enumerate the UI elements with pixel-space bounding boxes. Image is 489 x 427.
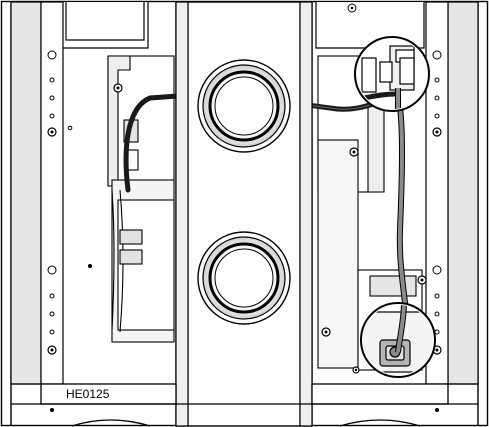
mount-hole-icon — [67, 125, 73, 131]
left-side-post — [10, 1, 64, 385]
mount-hole-icon — [350, 6, 354, 10]
screw-icon — [47, 127, 57, 137]
screw-icon — [432, 127, 442, 137]
screw-icon — [50, 408, 54, 412]
figure-code: HE0125 — [66, 387, 110, 401]
screw-icon — [349, 147, 359, 157]
screw-icon — [113, 83, 123, 93]
right-side-post — [425, 1, 479, 385]
magnifier-callout-icon — [360, 302, 436, 378]
screw-icon — [321, 327, 331, 337]
screw-icon — [417, 275, 427, 285]
round-port-icon — [197, 59, 291, 153]
screw-icon — [352, 366, 360, 374]
magnifier-callout-icon — [354, 36, 430, 112]
screw-icon — [435, 408, 439, 412]
mount-hole-icon — [88, 264, 92, 268]
round-port-icon — [197, 231, 291, 325]
base-plate — [11, 383, 478, 427]
left-post-holes — [47, 50, 57, 335]
screw-icon — [47, 345, 57, 355]
